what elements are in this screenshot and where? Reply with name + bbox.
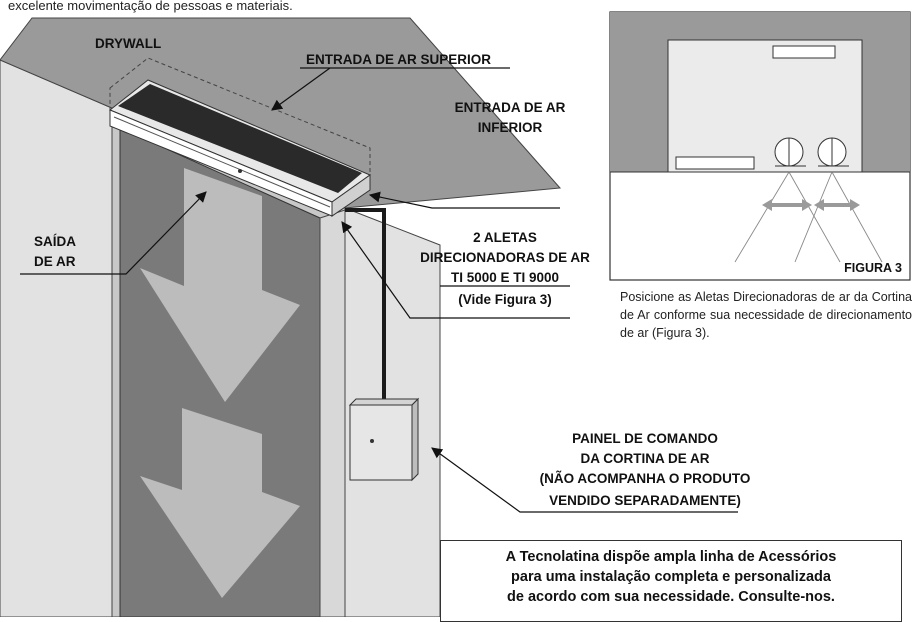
figure-3-swing-arrowhead [762, 199, 772, 211]
airflow-arrow-bottom [140, 408, 300, 598]
airflow-arrow-top [140, 168, 300, 402]
label-drywall: DRYWALL [95, 36, 161, 51]
label-painel-2: DA CORTINA DE AR [581, 451, 710, 466]
curtain-intake-grille [118, 84, 362, 193]
label-aletas-1: 2 ALETAS [473, 230, 537, 245]
figure-3-caption: Posicione as Aletas Direcionadoras de ar… [620, 290, 912, 340]
power-cable [345, 208, 386, 402]
info-box-line-1: A Tecnolatina dispõe ampla linha de Aces… [505, 549, 837, 565]
figure-3: FIGURA 3 [609, 11, 911, 281]
label-entrada-superior: ENTRADA DE AR SUPERIOR [306, 52, 491, 67]
curtain-detail-line [113, 116, 331, 208]
info-box-line-2: para uma instalação completa e personali… [511, 569, 831, 585]
label-painel-1: PAINEL DE COMANDO [572, 431, 718, 446]
door-jamb [319, 209, 346, 617]
figure-3-top-grille [772, 45, 836, 59]
control-panel-front [349, 404, 413, 481]
figure-3-airflow-line [734, 171, 790, 263]
figure-3-swing-arrowhead [814, 199, 824, 211]
figure-3-bottom-grille [675, 156, 755, 170]
label-entrada-inferior-1: ENTRADA DE AR [455, 100, 566, 115]
leader-saida [20, 191, 207, 275]
label-painel-4: VENDIDO SEPARADAMENTE) [549, 493, 741, 508]
figure-3-swing-arrowhead [802, 199, 812, 211]
leader-painel [431, 447, 738, 513]
control-panel-handle [370, 439, 374, 443]
figure-3-swing-arrowhead [850, 199, 860, 211]
label-painel-3: (NÃO ACOMPANHA O PRODUTO [540, 471, 751, 486]
figure-3-airflow-line [794, 171, 833, 263]
label-aletas-3: TI 5000 E TI 9000 [451, 270, 559, 285]
intro-text: excelente movimentação de pessoas e mate… [8, 0, 293, 13]
leader-aletas [341, 221, 570, 319]
figure-3-airflow-line [831, 171, 883, 263]
curtain-end-cap [331, 174, 371, 217]
figure-3-airflow-line [788, 171, 841, 263]
label-saida-2: DE AR [34, 254, 76, 269]
control-panel-side [348, 398, 420, 406]
label-aletas-4: (Vide Figura 3) [458, 292, 552, 307]
leader-entrada-inferior [368, 191, 560, 209]
label-entrada-inferior-2: INFERIOR [478, 120, 543, 135]
control-panel-depth [411, 397, 419, 482]
label-saida-1: SAÍDA [34, 234, 76, 249]
info-box: A Tecnolatina dispõe ampla linha de Aces… [440, 540, 902, 622]
leader-entrada-superior [271, 67, 331, 111]
curtain-fastener [238, 169, 242, 173]
figure-3-label: FIGURA 3 [844, 261, 902, 275]
label-aletas-2: DIRECIONADORAS DE AR [420, 250, 590, 265]
info-box-line-3: de acordo com sua necessidade. Consulte-… [507, 589, 835, 605]
